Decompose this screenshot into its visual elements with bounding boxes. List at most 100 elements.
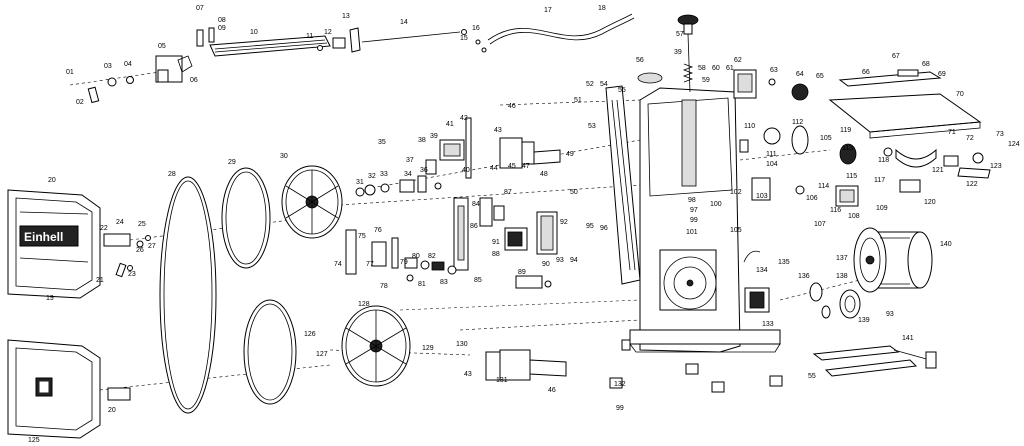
label-92: 92 xyxy=(560,219,568,226)
label-79: 79 xyxy=(400,259,408,266)
drive-parts xyxy=(743,250,861,319)
rip-fence-assembly xyxy=(87,27,487,104)
label-02: 02 xyxy=(76,99,84,106)
label-119: 119 xyxy=(840,127,851,134)
upper-side-cover: Einhell xyxy=(7,189,101,299)
label-129: 129 xyxy=(422,345,434,352)
callout-labels: 01 02 03 04 05 06 07 08 09 10 11 12 13 1… xyxy=(28,5,1020,444)
label-48: 48 xyxy=(540,171,548,178)
label-43b: 43 xyxy=(464,371,472,378)
label-20a: 20 xyxy=(48,177,56,184)
label-34: 34 xyxy=(404,171,412,178)
saw-frame xyxy=(629,87,781,353)
label-84: 84 xyxy=(472,201,480,208)
label-09: 09 xyxy=(218,25,226,32)
tension-assembly xyxy=(425,117,561,179)
label-110: 110 xyxy=(744,123,755,130)
label-80: 80 xyxy=(412,253,420,260)
label-137: 137 xyxy=(836,255,848,262)
blade-guard-column xyxy=(605,85,641,285)
label-120: 120 xyxy=(924,199,936,206)
label-91: 91 xyxy=(492,239,500,246)
label-136: 136 xyxy=(798,273,810,280)
trunnion-gears xyxy=(739,125,893,165)
label-134: 134 xyxy=(756,267,768,274)
label-98: 98 xyxy=(688,197,696,204)
label-62: 62 xyxy=(734,57,742,64)
blade-guide-post xyxy=(453,197,505,271)
label-127: 127 xyxy=(316,351,328,358)
label-47: 47 xyxy=(522,163,530,170)
label-124: 124 xyxy=(1008,141,1020,148)
label-104: 104 xyxy=(766,161,778,168)
label-10: 10 xyxy=(250,29,258,36)
label-67: 67 xyxy=(892,53,900,60)
label-51: 51 xyxy=(574,97,582,104)
label-66: 66 xyxy=(862,69,870,76)
label-109: 109 xyxy=(876,205,888,212)
label-83: 83 xyxy=(440,279,448,286)
label-59: 59 xyxy=(702,77,710,84)
label-118: 118 xyxy=(878,157,889,164)
label-130: 130 xyxy=(456,341,468,348)
label-04: 04 xyxy=(124,61,132,68)
label-06: 06 xyxy=(190,77,198,84)
label-100: 100 xyxy=(710,201,722,208)
label-15: 15 xyxy=(460,35,468,42)
label-49: 49 xyxy=(566,151,574,158)
label-52: 52 xyxy=(586,81,594,88)
label-41: 41 xyxy=(446,121,454,128)
label-121: 121 xyxy=(932,167,944,174)
label-93b: 93 xyxy=(886,311,894,318)
label-71: 71 xyxy=(948,129,956,136)
label-43a: 43 xyxy=(494,127,502,134)
mobility-stand xyxy=(812,345,937,377)
label-106: 106 xyxy=(806,195,818,202)
label-70: 70 xyxy=(956,91,964,98)
label-72: 72 xyxy=(966,135,974,142)
lower-band-wheel xyxy=(341,305,411,387)
label-95: 95 xyxy=(586,223,594,230)
label-24: 24 xyxy=(116,219,124,226)
label-74: 74 xyxy=(334,261,342,268)
label-140: 140 xyxy=(940,241,952,248)
label-76: 76 xyxy=(374,227,382,234)
label-113: 113 xyxy=(842,145,853,152)
label-126: 126 xyxy=(304,331,316,338)
label-86: 86 xyxy=(470,223,478,230)
label-97: 97 xyxy=(690,207,698,214)
label-46a: 46 xyxy=(508,103,516,110)
label-20b: 20 xyxy=(108,407,116,414)
guide-rods xyxy=(345,229,399,275)
label-61: 61 xyxy=(726,65,734,72)
label-35: 35 xyxy=(378,139,386,146)
label-28: 28 xyxy=(168,171,176,178)
lower-side-cover xyxy=(7,339,101,439)
label-38: 38 xyxy=(418,137,426,144)
label-73: 73 xyxy=(996,131,1004,138)
label-27: 27 xyxy=(148,243,156,250)
label-08: 08 xyxy=(218,17,226,24)
label-114: 114 xyxy=(818,183,829,190)
saw-blade xyxy=(159,176,217,414)
label-108: 108 xyxy=(848,213,860,220)
label-13: 13 xyxy=(342,13,350,20)
label-107: 107 xyxy=(814,221,826,228)
label-122: 122 xyxy=(966,181,978,188)
label-12: 12 xyxy=(324,29,332,36)
label-36: 36 xyxy=(420,167,428,174)
label-103: 103 xyxy=(756,193,768,200)
label-39b: 39 xyxy=(674,49,682,56)
upper-band-wheel xyxy=(281,165,343,239)
label-112: 112 xyxy=(792,119,803,126)
label-33: 33 xyxy=(380,171,388,178)
label-81: 81 xyxy=(418,281,426,288)
work-table xyxy=(828,69,982,139)
label-31: 31 xyxy=(356,179,364,186)
label-45: 45 xyxy=(508,163,516,170)
label-11: 11 xyxy=(306,33,313,40)
label-93a: 93 xyxy=(556,257,564,264)
label-111: 111 xyxy=(766,151,777,158)
label-88: 88 xyxy=(492,251,500,258)
